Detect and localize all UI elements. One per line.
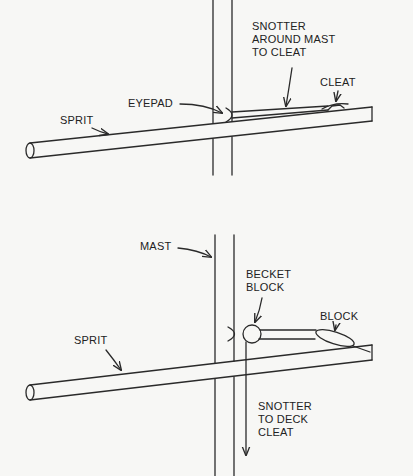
leader-line bbox=[92, 128, 108, 134]
top-mast bbox=[213, 0, 232, 175]
part-label: SNOTTER TO DECK CLEAT bbox=[258, 400, 318, 439]
part-label: CLEAT bbox=[320, 76, 370, 89]
eyepad-symbol bbox=[226, 108, 232, 122]
part-label: SNOTTER AROUND MAST TO CLEAT bbox=[252, 20, 336, 59]
part-label: SPRIT bbox=[60, 114, 110, 127]
leader-line bbox=[178, 248, 211, 257]
leader-line bbox=[335, 325, 336, 330]
part-label: BLOCK bbox=[320, 310, 370, 323]
part-label: SPRIT bbox=[74, 334, 124, 347]
part-label: EYEPAD bbox=[128, 97, 188, 110]
leader-line bbox=[286, 68, 292, 106]
becket-block-symbol bbox=[243, 325, 261, 343]
cleat-symbol bbox=[322, 104, 348, 110]
leader-line bbox=[180, 104, 222, 113]
top-sprit bbox=[26, 107, 372, 158]
bottom-sprit bbox=[26, 345, 372, 400]
snotter-rope bbox=[232, 106, 328, 118]
leader-line bbox=[255, 298, 262, 322]
snotter-rope bbox=[246, 330, 370, 455]
part-label: MAST bbox=[140, 240, 190, 253]
leader-line bbox=[336, 91, 338, 101]
bottom-mast bbox=[215, 235, 234, 476]
leader-line bbox=[106, 350, 121, 370]
part-label: BECKET BLOCK bbox=[246, 268, 298, 294]
eyepad-symbol bbox=[228, 327, 235, 341]
